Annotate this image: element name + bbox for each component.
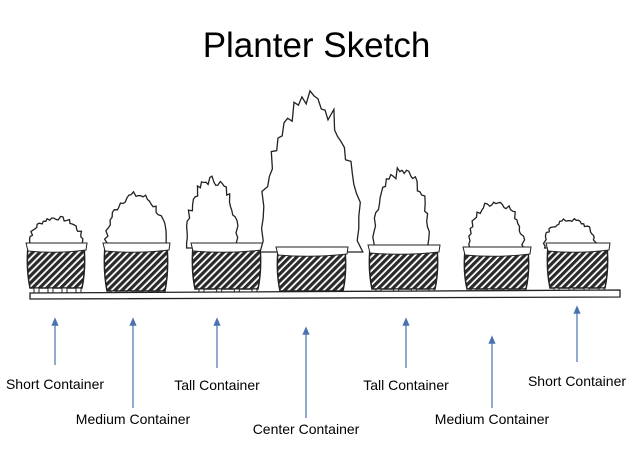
container-label: Medium Container <box>434 411 550 427</box>
shrub-icon <box>542 217 598 249</box>
planter-6 <box>462 201 532 295</box>
container-label: Tall Container <box>174 377 260 393</box>
shrub-icon <box>372 166 434 251</box>
shrub-icon <box>259 89 364 253</box>
container-label: Tall Container <box>363 377 449 393</box>
container-pot <box>103 245 169 292</box>
shrub-icon <box>185 175 239 249</box>
container-label: Center Container <box>252 421 360 437</box>
container-label: Medium Container <box>75 411 191 427</box>
planter-4 <box>259 89 364 297</box>
shrub-icon <box>466 201 526 253</box>
container-pot <box>368 247 439 290</box>
container-pot <box>546 245 609 289</box>
container-pot <box>26 245 86 289</box>
planter-5 <box>367 166 441 295</box>
planter-7 <box>542 217 611 294</box>
ground-line <box>29 289 621 300</box>
shrub-icon <box>103 190 167 249</box>
planter-1 <box>25 215 88 294</box>
planter-3 <box>185 175 264 295</box>
shrub-icon <box>27 215 86 249</box>
planter-2 <box>102 190 171 297</box>
container-label: Short Container <box>527 373 627 389</box>
container-pot <box>463 249 530 290</box>
diagram-title: Planter Sketch <box>202 26 431 65</box>
container-pot <box>191 245 262 290</box>
container-label: Short Container <box>5 376 105 392</box>
